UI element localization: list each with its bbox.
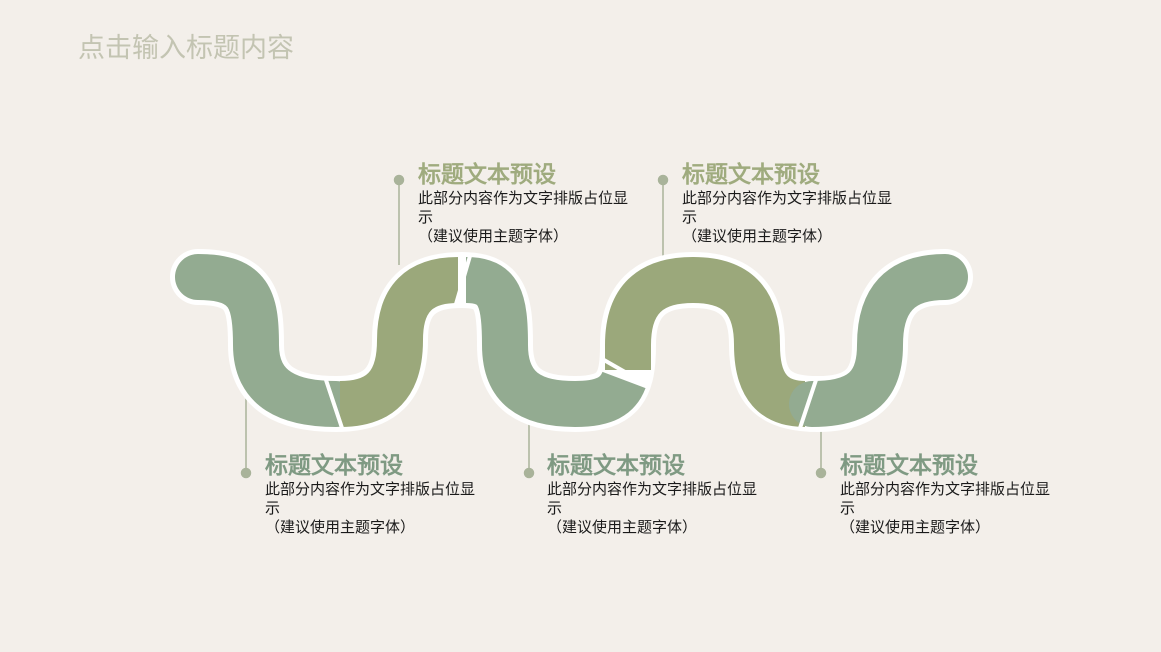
item-title[interactable]: 标题文本预设 <box>682 161 820 188</box>
item-title[interactable]: 标题文本预设 <box>547 452 685 479</box>
wave-segment-3 <box>464 257 646 428</box>
item-title[interactable]: 标题文本预设 <box>418 161 556 188</box>
item-title[interactable]: 标题文本预设 <box>265 452 403 479</box>
item-note[interactable]: （建议使用主题字体） <box>547 518 698 536</box>
connector-dot-3 <box>523 467 535 479</box>
item-note[interactable]: （建议使用主题字体） <box>265 518 416 536</box>
timeline-item-4: 标题文本预设 此部分内容作为文字排版占位显示 （建议使用主题字体） <box>682 161 922 246</box>
item-description[interactable]: 此部分内容作为文字排版占位显示 <box>840 480 1051 517</box>
item-description[interactable]: 此部分内容作为文字排版占位显示 <box>682 189 893 226</box>
timeline-item-3: 标题文本预设 此部分内容作为文字排版占位显示 （建议使用主题字体） <box>547 452 787 537</box>
item-note[interactable]: （建议使用主题字体） <box>682 227 833 245</box>
connector-dot-4 <box>657 174 669 186</box>
item-title[interactable]: 标题文本预设 <box>840 452 978 479</box>
connector-dot-1 <box>240 467 252 479</box>
wave-segment-4 <box>605 256 807 427</box>
wave-segment-5 <box>789 254 968 427</box>
item-note[interactable]: （建议使用主题字体） <box>840 518 991 536</box>
wave-segment-2 <box>339 257 459 427</box>
timeline-item-1: 标题文本预设 此部分内容作为文字排版占位显示 （建议使用主题字体） <box>265 452 505 537</box>
item-description[interactable]: 此部分内容作为文字排版占位显示 <box>265 480 476 517</box>
item-description[interactable]: 此部分内容作为文字排版占位显示 <box>547 480 758 517</box>
timeline-item-2: 标题文本预设 此部分内容作为文字排版占位显示 （建议使用主题字体） <box>418 161 658 246</box>
timeline-item-5: 标题文本预设 此部分内容作为文字排版占位显示 （建议使用主题字体） <box>840 452 1080 537</box>
page-title[interactable]: 点击输入标题内容 <box>78 33 294 64</box>
connector-dot-2 <box>393 174 405 186</box>
wave-segment-1 <box>175 254 359 427</box>
item-note[interactable]: （建议使用主题字体） <box>418 227 569 245</box>
item-description[interactable]: 此部分内容作为文字排版占位显示 <box>418 189 629 226</box>
connector-dot-5 <box>815 467 827 479</box>
